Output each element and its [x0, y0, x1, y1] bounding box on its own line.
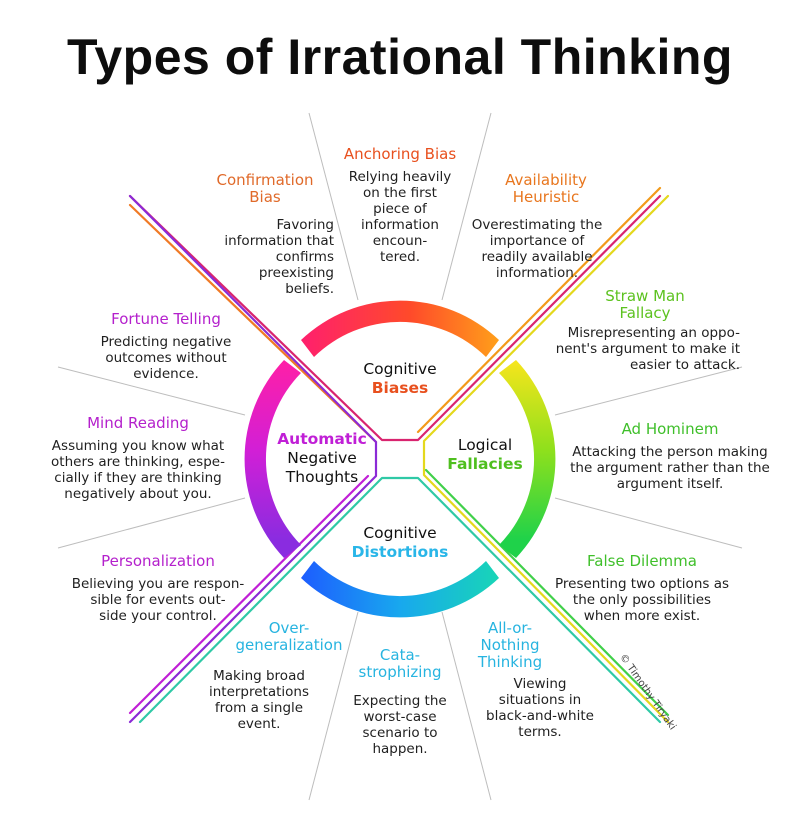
center-cognitive-biases: Cognitive Biases: [340, 360, 460, 398]
item-overgeneralization-desc: Making broad interpretations from a sing…: [196, 668, 322, 732]
ring-arc-logical: [499, 360, 556, 558]
separator-line: [554, 366, 743, 416]
item-false-dilemma: False Dilemma Presenting two options as …: [546, 552, 738, 625]
separator-line: [308, 112, 359, 301]
item-heading: Cata- strophizing: [358, 646, 442, 681]
center-sublabel: Fallacies: [447, 455, 523, 473]
item-availability-heuristic-desc: Overestimating the importance of readily…: [462, 217, 612, 281]
item-anchoring-bias: Anchoring Bias Relying heavily on the fi…: [330, 145, 470, 266]
separator-line: [554, 497, 743, 549]
item-heading: Availability Heuristic: [505, 171, 587, 206]
item-ad-hominem: Ad Hominem Attacking the person making t…: [570, 420, 770, 493]
item-confirmation-bias-desc: Favoring information that confirms preex…: [196, 217, 334, 297]
center-label: Cognitive: [363, 524, 437, 542]
item-heading: Confirmation Bias: [216, 171, 314, 206]
item-description: Attacking the person making the argument…: [570, 444, 770, 492]
center-label: Cognitive: [363, 360, 437, 378]
separator-lines: [57, 112, 743, 801]
center-cognitive-distortions: Cognitive Distortions: [336, 524, 464, 562]
item-description: Overestimating the importance of readily…: [471, 217, 603, 281]
item-description: Viewing situations in black-and-white te…: [486, 676, 594, 740]
connector-line-top-right: [422, 194, 670, 724]
item-all-or-nothing-thinking: All-or- Nothing Thinking: [470, 620, 550, 677]
item-mind-reading: Mind Reading Assuming you know what othe…: [40, 414, 236, 503]
item-heading: Mind Reading: [87, 414, 189, 432]
item-description: Believing you are respon- sible for even…: [71, 576, 245, 624]
ring-arc-biases: [301, 300, 499, 357]
item-description: Relying heavily on the first piece of in…: [348, 169, 452, 265]
item-description: Predicting negative outcomes without evi…: [100, 334, 232, 382]
connector-line-bottom-right: [138, 476, 662, 724]
item-description: Presenting two options as the only possi…: [554, 576, 730, 624]
item-description: Favoring information that confirms preex…: [224, 217, 334, 297]
center-logical-fallacies: Logical Fallacies: [426, 436, 544, 474]
item-description: Making broad interpretations from a sing…: [208, 668, 310, 732]
item-heading: Anchoring Bias: [343, 145, 457, 163]
connector-line-top-right: [416, 186, 662, 434]
connector-line-bottom-left: [128, 474, 370, 715]
item-fortune-telling: Fortune Telling Predicting negative outc…: [96, 310, 236, 383]
item-personalization: Personalization Believing you are respon…: [60, 552, 256, 625]
connector-lines: [128, 186, 670, 724]
ring-arc-automatic: [244, 360, 301, 558]
center-label: Logical: [457, 436, 513, 454]
item-heading: Straw Man Fallacy: [605, 287, 685, 322]
item-straw-man-fallacy-desc: Misrepresenting an oppo- nent's argument…: [540, 325, 740, 373]
item-heading: Ad Hominem: [621, 420, 719, 438]
connector-line-bottom-right: [424, 468, 670, 717]
item-heading: False Dilemma: [587, 552, 697, 570]
separator-line: [57, 497, 246, 549]
item-overgeneralization: Over- generalization: [224, 620, 354, 660]
center-label: Negative: [287, 449, 357, 467]
item-description: Expecting the worst-case scenario to hap…: [353, 693, 447, 757]
center-sublabel: Biases: [371, 379, 429, 397]
connector-line-bottom-left: [128, 194, 378, 724]
item-heading: Fortune Telling: [111, 310, 221, 328]
item-catastrophizing: Cata- strophizing Expecting the worst-ca…: [340, 646, 460, 758]
item-heading: All-or- Nothing Thinking: [477, 619, 543, 671]
item-description: Misrepresenting an oppo- nent's argument…: [555, 325, 740, 373]
item-description: Assuming you know what others are thinki…: [51, 438, 225, 502]
item-all-or-nothing-thinking-desc: Viewing situations in black-and-white te…: [480, 676, 600, 740]
separator-line: [57, 366, 246, 416]
connector-line-top-left: [128, 194, 662, 442]
separator-line: [441, 611, 492, 801]
page-title: Types of Irrational Thinking: [67, 29, 733, 85]
center-label: Automatic: [277, 430, 367, 448]
center-label: Thoughts: [285, 468, 359, 486]
item-availability-heuristic: Availability Heuristic: [476, 172, 616, 212]
separator-line: [308, 611, 359, 801]
item-straw-man-fallacy: Straw Man Fallacy: [570, 288, 720, 328]
item-heading: Personalization: [101, 552, 215, 570]
item-heading: Over- generalization: [235, 619, 343, 654]
separator-line: [441, 112, 492, 301]
center-automatic-negative-thoughts: Automatic Negative Thoughts: [262, 430, 382, 487]
ring-arc-distortions: [301, 561, 499, 618]
item-confirmation-bias: Confirmation Bias: [190, 172, 340, 212]
center-sublabel: Distortions: [351, 543, 449, 561]
